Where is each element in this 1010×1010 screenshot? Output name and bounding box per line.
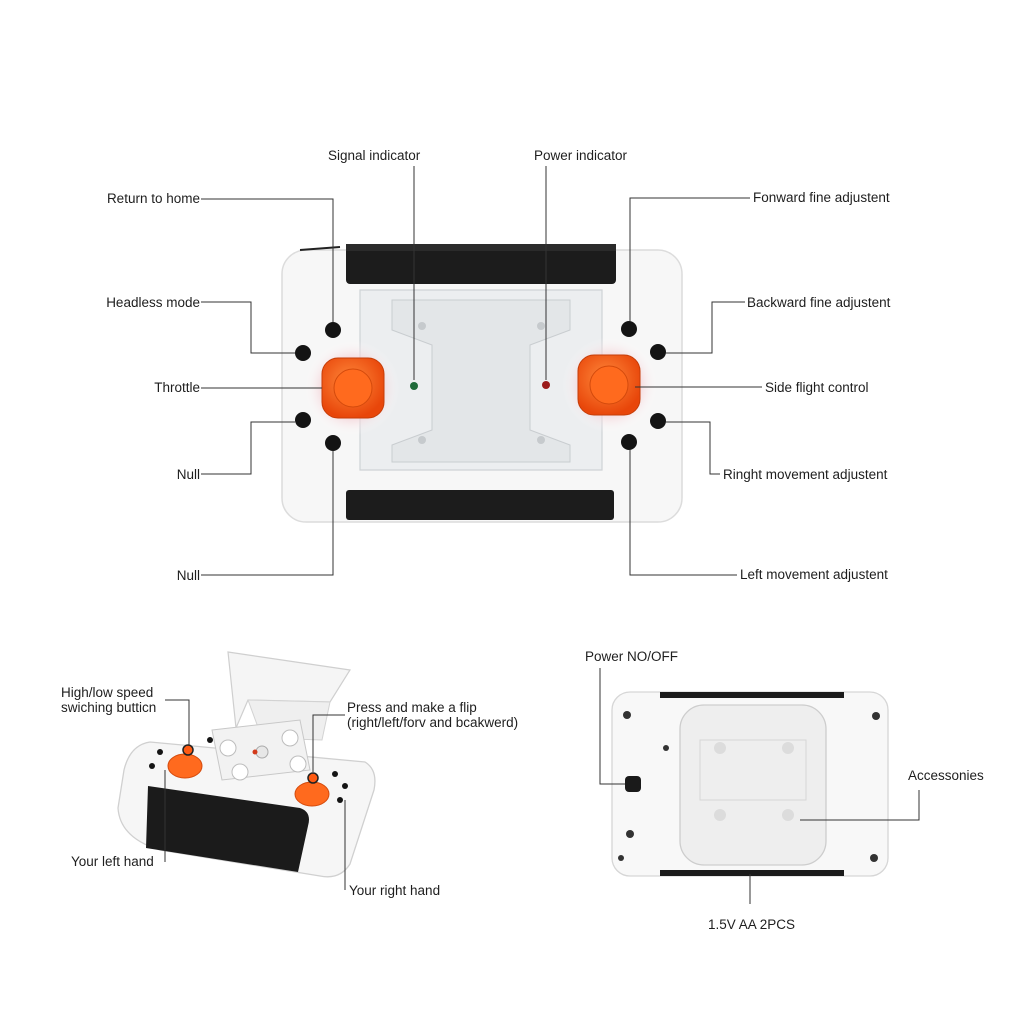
label-power-indicator: Power indicator — [534, 148, 628, 163]
label-return-to-home: Return to home — [106, 191, 200, 206]
label-flip-line2: (right/left/forv and bcakwerd) — [347, 715, 519, 730]
headless-button — [295, 345, 311, 361]
null-button-lower — [325, 435, 341, 451]
label-speed-switch-line1: High/low speed — [61, 685, 154, 700]
back-view-controller — [611, 691, 889, 877]
left-trim-button — [621, 434, 637, 450]
signal-led — [410, 382, 418, 390]
label-speed-switch-line2: swiching butticn — [61, 700, 157, 715]
angled-controller — [117, 651, 376, 878]
label-headless-mode: Headless mode — [106, 295, 200, 310]
label-left-hand: Your left hand — [71, 854, 154, 869]
label-null-upper: Null — [176, 467, 200, 482]
forward-trim-button — [621, 321, 637, 337]
label-flip-line1: Press and make a flip — [347, 700, 477, 715]
label-null-lower: Null — [176, 568, 200, 583]
label-signal-indicator: Signal indicator — [328, 148, 421, 163]
label-right-movement: Ringht movement adjustent — [723, 467, 888, 482]
label-accessories: Accessonies — [908, 768, 984, 783]
angled-grip — [146, 786, 309, 872]
power-led — [542, 381, 550, 389]
battery-compartment — [679, 704, 827, 866]
top-leader-lines — [201, 166, 762, 576]
return-home-button — [325, 322, 341, 338]
label-left-movement: Left movement adjustent — [740, 567, 888, 582]
label-forward-fine: Fonward fine adjustent — [753, 190, 890, 205]
right-stick-angled — [294, 781, 330, 807]
label-right-hand: Your right hand — [349, 883, 441, 898]
null-button-upper — [295, 412, 311, 428]
label-battery: 1.5V AA 2PCS — [708, 917, 796, 932]
mini-drone — [211, 719, 311, 781]
bottom-grip — [346, 490, 614, 520]
left-stick-angled — [167, 753, 203, 779]
label-power-switch: Power NO/OFF — [585, 649, 679, 664]
label-throttle: Throttle — [154, 380, 200, 395]
right-trim-button — [650, 413, 666, 429]
top-controller — [281, 244, 683, 523]
backward-trim-button — [650, 344, 666, 360]
power-switch — [625, 776, 641, 792]
label-backward-fine: Backward fine adjustent — [747, 295, 891, 310]
label-side-flight: Side flight control — [765, 380, 869, 395]
